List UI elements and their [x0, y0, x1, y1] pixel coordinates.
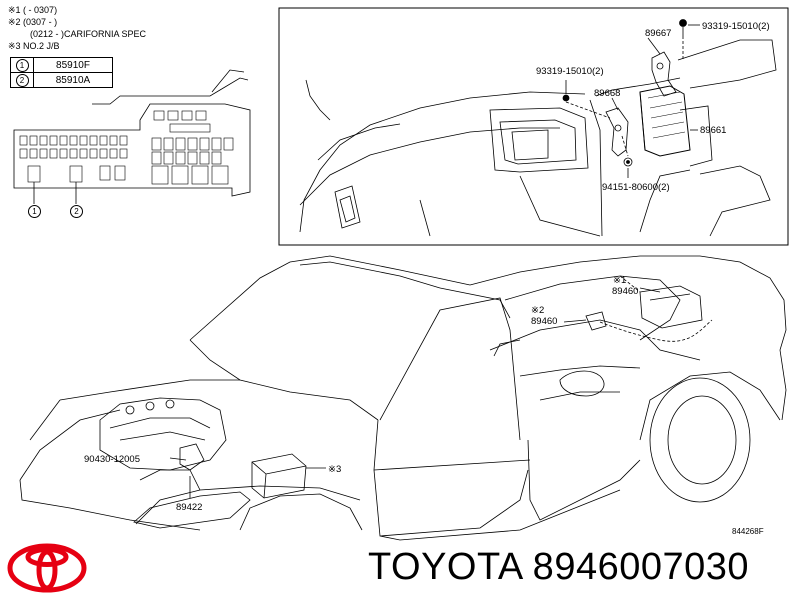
part-number-cell: 85910F [33, 57, 113, 73]
brand-part-number: TOYOTA 8946007030 [368, 546, 750, 588]
diagram-code: 844268F [732, 527, 764, 536]
ref-circle: 2 [15, 73, 29, 87]
ref-circle: 1 [15, 58, 29, 72]
callout-89460-mark-2: ※2 [531, 305, 544, 316]
table-row: 1 85910F [10, 57, 113, 73]
part-number-table: 1 85910F 2 85910A [10, 57, 113, 88]
jb-ref-circle-1: 1 [28, 205, 41, 218]
toyota-logo [7, 543, 87, 593]
callout-93319-lower: 93319-15010(2) [536, 66, 604, 77]
table-row: 2 85910A [10, 72, 113, 88]
note-line-1: ※1 ( - 0307) [8, 5, 58, 15]
callout-jb-mark: ※3 [328, 464, 341, 475]
callout-89668: 89668 [594, 88, 620, 99]
vehicle-drawing [19, 255, 787, 541]
callout-93319-upper: 93319-15010(2) [702, 21, 770, 32]
note-line-3: ※3 NO.2 J/B [8, 41, 60, 51]
callout-94151: 94151-80600(2) [602, 182, 670, 193]
callout-89460-mark-1: ※1 [613, 275, 626, 286]
callout-89422: 89422 [176, 502, 202, 513]
callout-89460-upper: 89460 [612, 286, 638, 297]
note-line-2b: (0212 - )CARIFORNIA SPEC [30, 29, 147, 39]
junction-block-drawing [13, 69, 251, 204]
jb-ref-circle-2: 2 [70, 205, 83, 218]
callout-89661: 89661 [700, 125, 726, 136]
part-number-cell: 85910A [33, 72, 113, 88]
callout-89667: 89667 [645, 28, 671, 39]
detail-inset [278, 7, 789, 246]
callout-89460-lower: 89460 [531, 316, 557, 327]
note-line-2: ※2 (0307 - ) [8, 17, 58, 27]
callout-90430: 90430-12005 [84, 454, 140, 465]
